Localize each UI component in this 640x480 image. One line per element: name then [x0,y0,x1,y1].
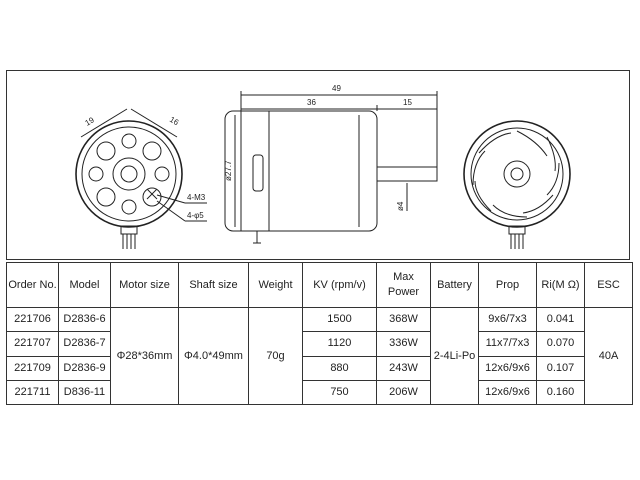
dim-side-15: 15 [403,98,412,107]
front-view [75,108,207,249]
dim-screw-phi5: 4-φ5 [187,211,204,220]
col-ri: Ri(M Ω) [536,262,585,308]
table-row: 221711 D836-11 750 206W 12x6/9x6 0.160 [6,379,633,406]
cell-model: D2836-7 [58,331,111,357]
cell-kv: 1120 [302,331,377,357]
cell-motor-size: Φ28*36mm [110,307,179,405]
cell-model: D836-11 [58,379,111,406]
dim-front-19: 19 [84,115,97,128]
cell-prop: 12x6/9x6 [478,355,537,381]
table-row: 221706 D2836-6 Φ28*36mm Φ4.0*49mm 70g 15… [6,306,633,405]
cell-power: 243W [376,355,431,381]
cell-ri: 0.160 [536,379,585,406]
cell-battery: 2-4Li-Po [430,307,479,405]
col-battery: Battery [430,262,479,308]
dim-front-16: 16 [168,115,181,128]
col-esc: ESC [584,262,633,308]
cell-order: 221707 [6,331,59,357]
table-row: 221709 D2836-9 880 243W 12x6/9x6 0.107 [6,355,633,381]
cell-ri: 0.041 [536,306,585,333]
motor-spec-table: Order No. Model Motor size Shaft size We… [6,262,633,406]
cell-shaft-size: Φ4.0*49mm [178,307,249,405]
dim-side-36: 36 [307,98,316,107]
col-power: Max Power [376,262,431,308]
cell-weight: 70g [248,307,303,405]
dim-side-27-7: ø27.7 [224,160,233,181]
cell-power: 336W [376,331,431,357]
col-model: Model [58,262,111,308]
col-kv: KV (rpm/v) [302,262,377,308]
cell-kv: 750 [302,379,377,406]
cell-prop: 12x6/9x6 [478,379,537,406]
cell-model: D2836-9 [58,355,111,381]
cell-power: 206W [376,379,431,406]
cell-kv: 880 [302,355,377,381]
cell-order: 221706 [6,306,59,333]
cell-ri: 0.070 [536,331,585,357]
dim-side-49: 49 [332,84,341,93]
rear-view [463,120,571,249]
dim-screw-m3: 4-M3 [187,193,206,202]
col-weight: Weight [248,262,303,308]
cell-esc: 40A [584,307,633,405]
dim-side-phi4: ø4 [396,201,405,211]
table-header-row: Order No. Model Motor size Shaft size We… [6,262,633,308]
motor-drawing: 19 16 4-M3 4-φ5 49 36 15 [75,84,571,249]
col-prop: Prop [478,262,537,308]
side-view [224,91,438,244]
cell-prop: 11x7/7x3 [478,331,537,357]
cell-ri: 0.107 [536,355,585,381]
cell-kv: 1500 [302,306,377,333]
cell-order: 221709 [6,355,59,381]
col-motor-size: Motor size [110,262,179,308]
cell-power: 368W [376,306,431,333]
cell-prop: 9x6/7x3 [478,306,537,333]
col-shaft-size: Shaft size [178,262,249,308]
col-order: Order No. [6,262,59,308]
table-row: 221707 D2836-7 1120 336W 11x7/7x3 0.070 [6,331,633,357]
cell-order: 221711 [6,379,59,406]
cell-model: D2836-6 [58,306,111,333]
technical-drawing-panel: 19 16 4-M3 4-φ5 49 36 15 [6,70,630,260]
